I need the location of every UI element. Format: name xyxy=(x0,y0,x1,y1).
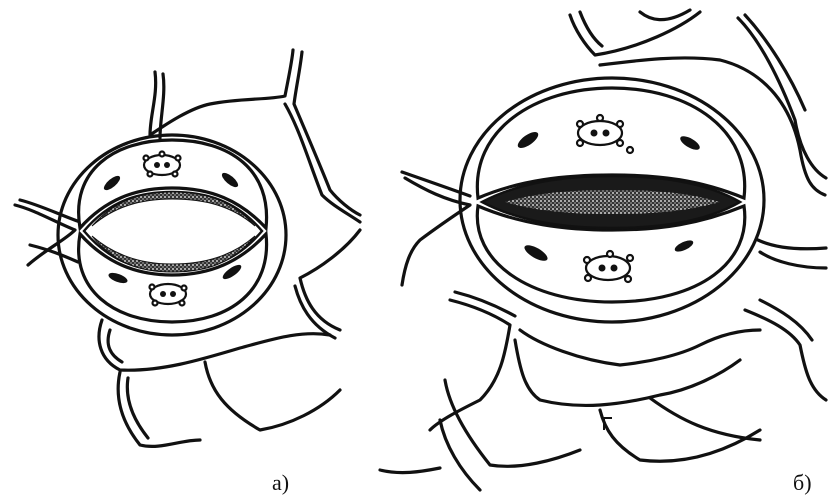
panel-a-lower-nucleus xyxy=(150,284,187,306)
panel-a-label: а) xyxy=(272,470,289,496)
panel-a-open-stoma xyxy=(15,50,360,446)
panel-b-closed-stoma xyxy=(380,10,826,490)
panel-b-label: б) xyxy=(793,470,812,496)
